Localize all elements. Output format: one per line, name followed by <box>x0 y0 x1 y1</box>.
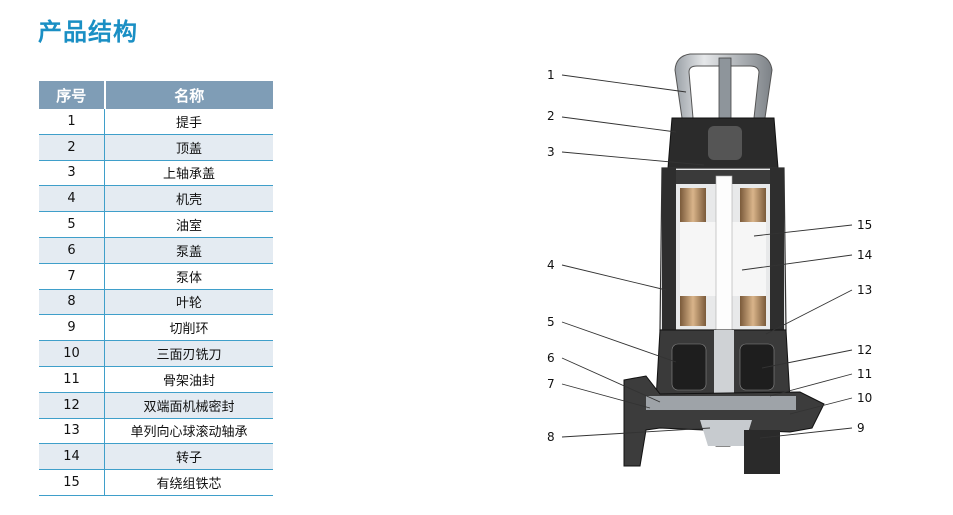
callout-8: 8 <box>547 430 555 444</box>
row-number: 6 <box>39 237 105 264</box>
row-number: 9 <box>39 314 105 342</box>
callout-2: 2 <box>547 109 555 123</box>
callout-12: 12 <box>857 343 873 357</box>
callout-11: 11 <box>857 367 873 381</box>
row-name: 机壳 <box>104 185 273 213</box>
top-cover-socket <box>708 126 742 160</box>
row-name: 双端面机械密封 <box>104 392 273 419</box>
cable-stem <box>718 57 732 121</box>
callout-5: 5 <box>547 315 555 329</box>
row-name: 单列向心球滚动轴承 <box>104 418 273 445</box>
row-name: 三面刃铣刀 <box>104 340 273 367</box>
row-name: 泵盖 <box>104 237 273 264</box>
callout-6: 6 <box>547 351 555 365</box>
row-number: 1 <box>39 109 105 135</box>
table-header-row: 序号 名称 <box>39 81 273 109</box>
row-number: 7 <box>39 263 105 290</box>
row-name: 顶盖 <box>104 134 273 161</box>
row-name: 泵体 <box>104 263 273 290</box>
row-number: 3 <box>39 160 105 187</box>
leader-lines <box>561 74 853 439</box>
callout-7: 7 <box>547 377 555 391</box>
row-name: 油室 <box>104 211 273 238</box>
callout-13: 13 <box>857 283 873 297</box>
row-name: 提手 <box>104 109 273 135</box>
row-number: 2 <box>39 134 105 161</box>
page-title: 产品结构 <box>38 18 138 46</box>
row-number: 5 <box>39 211 105 238</box>
row-number: 13 <box>39 418 105 445</box>
row-number: 14 <box>39 443 105 471</box>
row-name: 叶轮 <box>104 289 273 316</box>
row-number: 11 <box>39 366 105 393</box>
row-number: 15 <box>39 469 105 496</box>
header-number: 序号 <box>39 81 105 109</box>
callout-4: 4 <box>547 258 555 272</box>
row-name: 切削环 <box>104 314 273 342</box>
callout-10: 10 <box>857 391 873 405</box>
row-number: 10 <box>39 340 105 367</box>
oil-chamber <box>655 329 791 404</box>
row-name: 有绕组铁芯 <box>104 469 273 496</box>
motor-housing <box>659 167 787 337</box>
callout-9: 9 <box>857 421 865 435</box>
row-number: 12 <box>39 392 105 419</box>
row-name: 骨架油封 <box>104 366 273 393</box>
header-name: 名称 <box>103 81 273 109</box>
callout-1: 1 <box>547 68 555 82</box>
row-name: 转子 <box>104 443 273 471</box>
row-number: 8 <box>39 289 105 316</box>
callout-15: 15 <box>857 218 873 232</box>
row-number: 4 <box>39 185 105 213</box>
row-name: 上轴承盖 <box>104 160 273 187</box>
callout-3: 3 <box>547 145 555 159</box>
callout-14: 14 <box>857 248 873 262</box>
